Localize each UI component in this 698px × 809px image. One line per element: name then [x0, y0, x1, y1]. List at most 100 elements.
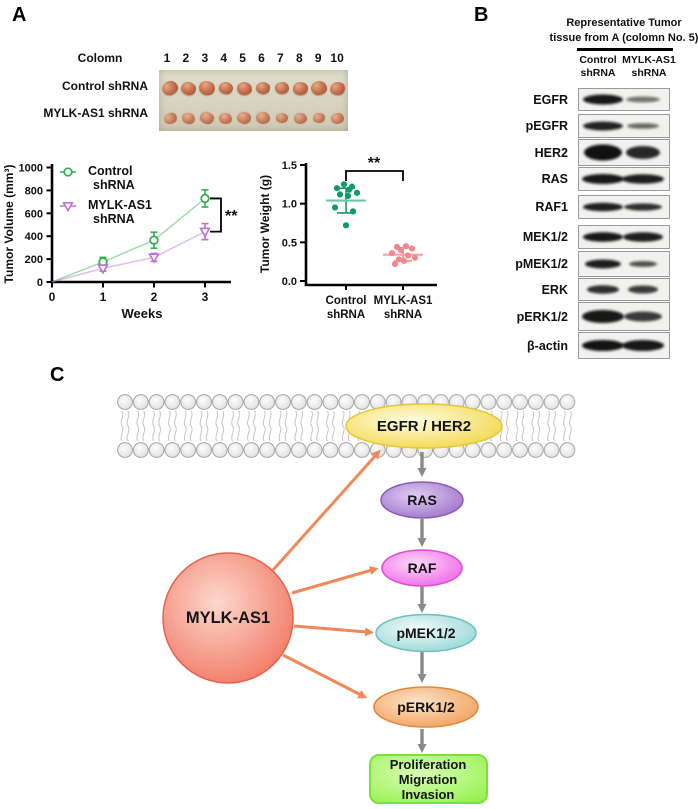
svg-text:Control: Control [326, 295, 367, 307]
blot-row-pEGFR: pEGFR [470, 114, 670, 138]
node-pmek-label: pMEK1/2 [396, 625, 455, 641]
svg-text:0: 0 [49, 290, 56, 304]
photo-column-number: 1 [163, 51, 171, 65]
photo-column-number: 4 [220, 51, 228, 65]
blot-row-β-actin: β-actin [470, 332, 670, 359]
blot-col2-header: MYLK-AS1 shRNA [620, 54, 678, 80]
svg-text:1: 1 [100, 290, 107, 304]
photo-column-number: 9 [314, 51, 322, 65]
tumor-specimen [329, 80, 346, 96]
blot-row-RAF1: RAF1 [470, 195, 670, 219]
tumor-specimen [292, 81, 308, 95]
photo-column-number: 2 [182, 51, 190, 65]
blot-panel-title-line1: Representative Tumor [566, 17, 682, 29]
svg-text:800: 800 [25, 185, 43, 197]
blot-panel-title-line2: tissue from A (colomn No. 5) [549, 31, 698, 44]
photo-row2-label: MYLK-AS1 shRNA [43, 106, 148, 120]
tumor-specimen [179, 79, 198, 97]
blot-col2-line1: MYLK-AS1 [622, 54, 676, 66]
svg-text:Tumor Volume (mm³): Tumor Volume (mm³) [2, 165, 16, 284]
svg-text:shRNA: shRNA [93, 178, 135, 192]
node-ras-label: RAS [407, 492, 437, 508]
outcome-line3: Invasion [402, 787, 455, 802]
scatter-group-control [326, 181, 366, 229]
tumor-specimen [198, 110, 216, 126]
tumor-specimen [218, 111, 234, 125]
blot-image [578, 251, 670, 277]
arrow-mylk-to-perk [282, 653, 368, 699]
photo-column-number: 6 [258, 51, 265, 65]
blot-image [578, 139, 670, 166]
tumor-specimen [255, 111, 271, 125]
blot-label: pEGFR [525, 119, 568, 133]
blot-label: RAS [541, 172, 568, 186]
blot-row-EGFR: EGFR [470, 88, 670, 111]
photo-column-number: 10 [330, 51, 344, 65]
volume-significance: ** [225, 208, 238, 225]
weight-significance: ** [368, 155, 381, 172]
svg-text:0: 0 [37, 277, 43, 289]
tumor-specimen [160, 78, 180, 98]
node-perk [373, 686, 479, 728]
blot-panel-title: Representative Tumor tissue from A (colo… [530, 16, 698, 45]
blot-label: β-actin [527, 338, 568, 353]
svg-text:1.5: 1.5 [282, 160, 297, 172]
blot-col1-header: Control shRNA [572, 54, 624, 80]
photo-row1-label: Control shRNA [62, 79, 148, 93]
panel-b-label: B [474, 4, 489, 26]
node-pmek [375, 613, 477, 653]
blot-label: pERK1/2 [516, 309, 568, 324]
blot-label: pMEK1/2 [515, 257, 568, 271]
scatter-group-mylk [383, 243, 423, 268]
pathway-diagram: EGFR / HER2 RAS RAF pMEK1/2 pERK1/2 MYLK… [117, 394, 576, 804]
svg-text:MYLK-AS1: MYLK-AS1 [374, 295, 433, 307]
svg-text:shRNA: shRNA [384, 309, 422, 321]
tumor-specimen [275, 112, 288, 124]
blot-image [578, 114, 670, 138]
tumor-specimen [330, 111, 345, 125]
node-mylk-as1-label: MYLK-AS1 [186, 609, 270, 627]
blot-row-MEK1/2: MEK1/2 [470, 225, 670, 249]
photo-column-number: 3 [201, 51, 209, 65]
svg-text:2: 2 [151, 290, 158, 304]
blot-image [578, 332, 670, 359]
blot-image [578, 88, 670, 111]
arrow-mylk-to-receptor [271, 449, 381, 572]
blot-row-ERK: ERK [470, 278, 670, 301]
svg-text:Control: Control [88, 164, 132, 178]
tumor-specimen [312, 112, 326, 124]
svg-text:200: 200 [25, 254, 43, 266]
outcome-line1: Proliferation [390, 757, 467, 772]
node-raf [381, 549, 463, 587]
blot-image [578, 225, 670, 249]
blot-row-HER2: HER2 [470, 139, 670, 166]
node-raf-label: RAF [408, 560, 437, 576]
arrow-mylk-to-raf [291, 566, 379, 595]
tumor-specimen [162, 110, 178, 126]
blot-row-pERK1/2: pERK1/2 [470, 302, 670, 331]
svg-text:3: 3 [202, 290, 209, 304]
node-egfr-her2 [345, 403, 503, 449]
blot-row-RAS: RAS [470, 167, 670, 191]
tumor-specimen [274, 81, 289, 95]
tumor-specimen [293, 112, 307, 124]
photo-column-header: Colomn [77, 51, 123, 65]
node-egfr-her2-label: EGFR / HER2 [377, 418, 471, 435]
blot-image [578, 195, 670, 219]
blot-col2-line2: shRNA [631, 67, 667, 79]
svg-text:Tumor Weight (g): Tumor Weight (g) [258, 175, 272, 273]
tumor-specimen [255, 81, 271, 95]
svg-text:1.0: 1.0 [282, 199, 297, 211]
blot-col1-line2: shRNA [580, 67, 616, 79]
svg-text:Weeks: Weeks [122, 306, 163, 321]
blot-image [578, 167, 670, 191]
tumor-specimen [310, 80, 328, 96]
blot-col1-line1: Control [579, 54, 617, 66]
node-outcome-box [369, 754, 488, 804]
blot-label: EGFR [533, 92, 568, 107]
